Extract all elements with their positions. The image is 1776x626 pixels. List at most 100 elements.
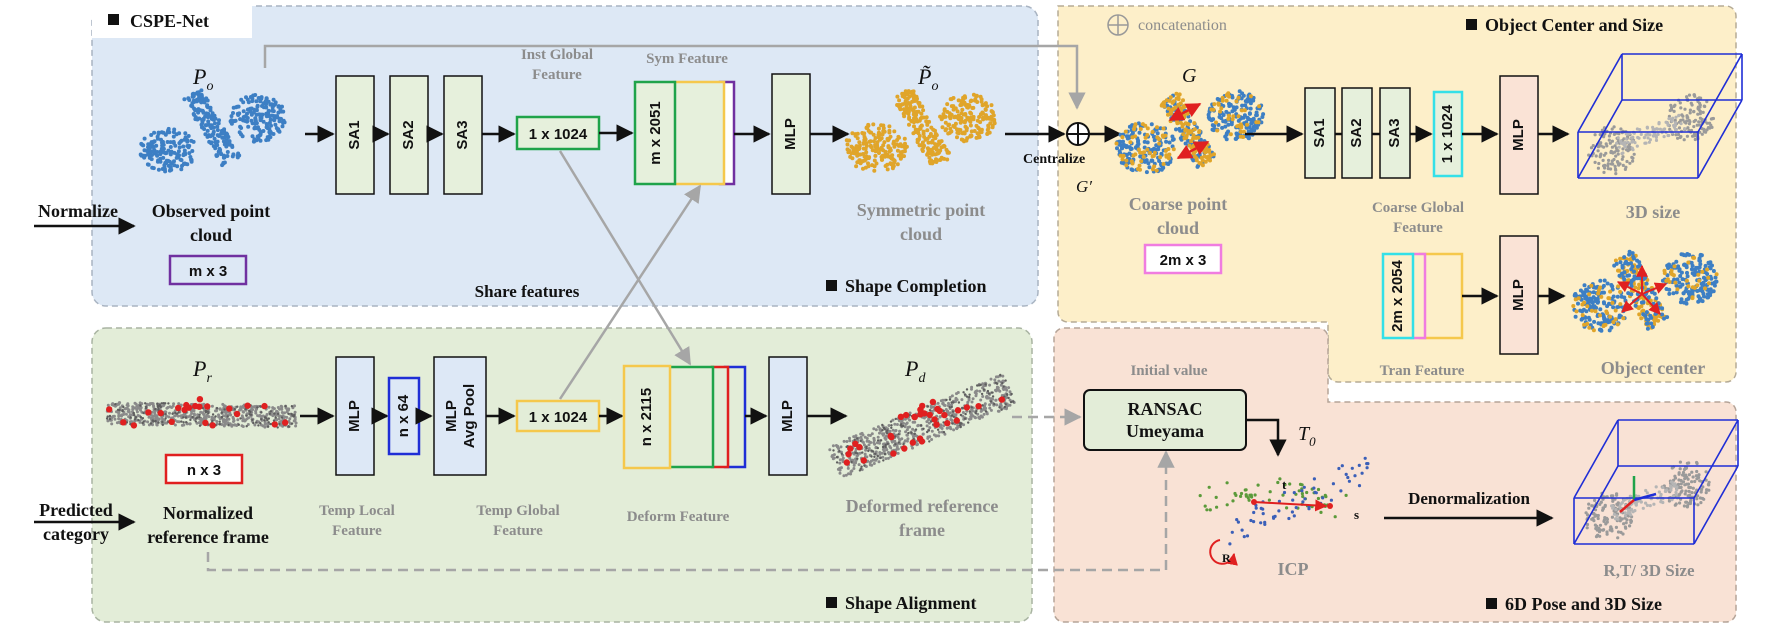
shape-alignment-title: Shape Alignment [845, 593, 977, 613]
t-label: t [1282, 477, 1287, 492]
sym-feature-label: Sym Feature [646, 51, 728, 67]
object-center-label: Object center [1601, 358, 1705, 378]
t0-symbol: T0 [1298, 423, 1316, 449]
object-center-cloud [1571, 249, 1719, 333]
r-label: R [1222, 551, 1231, 565]
m-x-3-box [168, 254, 248, 286]
p-r-symbol: Pr [192, 356, 212, 386]
svg-text:Avg Pool: Avg Pool [461, 384, 478, 448]
g-prime-symbol: G′ [1076, 177, 1092, 196]
tran-feature-cyan [1381, 252, 1415, 340]
reference-frame-cloud [105, 396, 298, 429]
svg-text:SA2: SA2 [1348, 118, 1365, 147]
title-marker [108, 14, 119, 25]
size-3d-label: 3D size [1626, 202, 1680, 222]
object-center-marker [1466, 19, 1477, 30]
initial-value-label: Initial value [1130, 363, 1207, 379]
svg-text:SA3: SA3 [454, 120, 471, 149]
m-x-3-label: m x 3 [189, 263, 227, 280]
object-center-title: Object Center and Size [1485, 15, 1663, 35]
diagram-title: CSPE-Net [130, 11, 209, 31]
tran-feature-yellow [1418, 252, 1464, 340]
skip-connection-line [263, 44, 1086, 110]
two-m-x-3-box [1143, 243, 1223, 275]
size-3d-visual [1577, 53, 1743, 179]
pose-size-title: 6D Pose and 3D Size [1505, 594, 1662, 614]
icp-visual [1198, 456, 1370, 566]
shape-completion-title: Shape Completion [845, 276, 987, 296]
inst-global-feature-value: 1 x 1024 [529, 126, 588, 143]
two-m-x-3-label: 2m x 3 [1160, 252, 1207, 269]
svg-text:MLP: MLP [443, 400, 460, 432]
coarse-global-feature-value: 1 x 1024 [1439, 104, 1456, 163]
temp-global-feature-value: 1 x 1024 [529, 409, 588, 426]
svg-text:MLP: MLP [779, 400, 796, 432]
pose-size-marker [1486, 598, 1497, 609]
centralize-label: Centralize [1023, 152, 1085, 167]
n-x-3-box [164, 453, 244, 485]
sym-feature-yellow [672, 80, 726, 186]
svg-text:MLP: MLP [1510, 279, 1527, 311]
svg-text:MLP: MLP [782, 118, 799, 150]
observed-point-cloud [138, 88, 287, 174]
sa1-block: SA1 [335, 75, 375, 195]
shape-completion-marker [826, 280, 837, 291]
deform-feature-green [667, 365, 715, 469]
g-symbol: G [1182, 65, 1197, 87]
mlp-deform-block: MLP [768, 356, 808, 476]
deform-feature-yellow [622, 364, 672, 470]
s-label: s [1354, 507, 1359, 522]
concat-operator [1066, 122, 1090, 146]
coarse-point-cloud [1114, 89, 1266, 175]
svg-text:SA3: SA3 [1386, 118, 1403, 147]
share-arrow-inst-to-deform [558, 150, 692, 366]
icp-label: ICP [1278, 559, 1309, 579]
concatenation-legend: concatenation [1107, 14, 1227, 36]
concatenation-label: concatenation [1138, 17, 1227, 34]
tran-feature-value: 2m x 2054 [1389, 259, 1406, 331]
n-x-64-box [387, 376, 421, 456]
share-features-label: Share features [475, 282, 580, 301]
denormalization-label: Denormalization [1408, 489, 1530, 508]
n-x-3-label: n x 3 [187, 462, 221, 479]
symmetric-point-cloud [844, 89, 997, 173]
mlp-completion-block: MLP [771, 73, 811, 195]
deform-feature-value: n x 2115 [638, 388, 655, 446]
dashed-ref-to-ransac [206, 450, 1175, 572]
n-x-64-value: n x 64 [395, 394, 412, 437]
svg-text:SA1: SA1 [1311, 118, 1328, 147]
p-d-symbol: Pd [904, 356, 926, 386]
mlp-center-block: MLP [1499, 235, 1539, 355]
sa2-block: SA2 [389, 75, 429, 195]
mlp-size-block: MLP [1499, 75, 1539, 195]
coarse-global-feature-box [1432, 90, 1464, 178]
deform-feature-label: Deform Feature [627, 509, 730, 525]
normalize-label: Normalize [38, 201, 118, 221]
share-arrow-temp-to-sym [558, 184, 702, 400]
svg-text:SA2: SA2 [400, 120, 417, 149]
shape-alignment-marker [826, 597, 837, 608]
sym-feature-green [633, 80, 677, 186]
temp-global-feature-box [515, 399, 601, 433]
rt-size-label: R,T/ 3D Size [1603, 561, 1695, 580]
mlp-local-block: MLP [335, 356, 375, 476]
deform-feature-red [710, 365, 730, 469]
svg-text:SA1: SA1 [346, 120, 363, 149]
sym-feature-value: m x 2051 [647, 101, 664, 164]
deformed-reference-cloud [828, 373, 1016, 478]
svg-text:MLP: MLP [1510, 119, 1527, 151]
svg-text:MLP: MLP [346, 400, 363, 432]
arrow-ransac-to-icp [1246, 418, 1287, 457]
coarse-sa2-block: SA2 [1341, 87, 1373, 179]
